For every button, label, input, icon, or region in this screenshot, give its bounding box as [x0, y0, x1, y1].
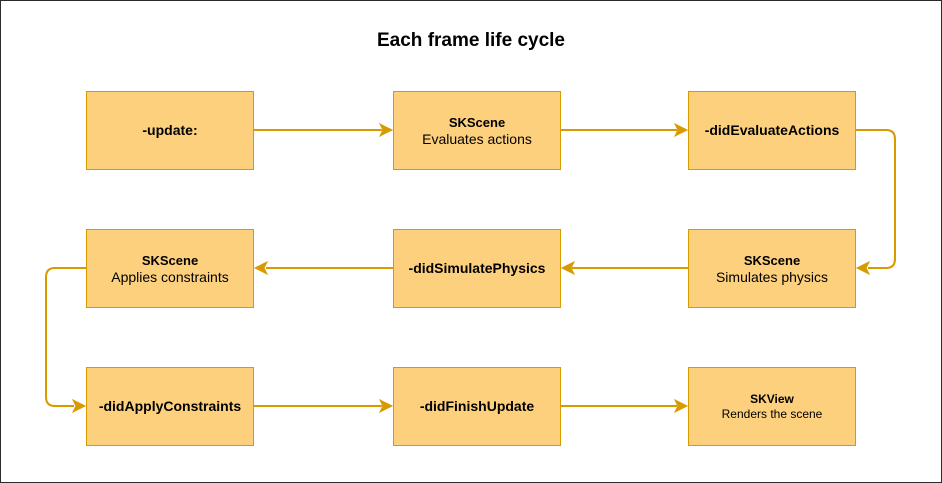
- arrowhead-did-evaluate: [673, 122, 689, 138]
- diagram-title: Each frame life cycle: [377, 30, 565, 51]
- arrowhead-did-simulate: [560, 260, 576, 276]
- arrowhead-did-finish: [378, 398, 394, 414]
- node-simulates-physics-title: SKScene: [743, 252, 801, 268]
- node-did-evaluate-actions: -didEvaluateActions: [688, 91, 856, 170]
- arrow-did-evaluate-to-simulate: [856, 129, 896, 269]
- node-applies-constraints: SKScene Applies constraints: [86, 229, 254, 308]
- node-applies-constraints-title: SKScene: [141, 252, 199, 268]
- node-did-simulate-physics-label: -didSimulatePhysics: [408, 260, 546, 276]
- node-evaluates-actions-title: SKScene: [448, 114, 506, 130]
- node-did-apply-constraints-label: -didApplyConstraints: [98, 398, 242, 414]
- node-update: -update:: [86, 91, 254, 170]
- node-simulates-physics-desc: Simulates physics: [715, 268, 829, 285]
- arrowhead-did-apply: [71, 398, 87, 414]
- node-did-finish-update-label: -didFinishUpdate: [419, 398, 535, 414]
- arrowhead-evaluate: [378, 122, 394, 138]
- node-applies-constraints-desc: Applies constraints: [111, 268, 229, 285]
- node-did-evaluate-actions-label: -didEvaluateActions: [704, 122, 840, 138]
- node-renders-scene: SKView Renders the scene: [688, 367, 856, 446]
- node-renders-scene-desc: Renders the scene: [721, 406, 823, 421]
- node-did-simulate-physics: -didSimulatePhysics: [393, 229, 561, 308]
- node-did-finish-update: -didFinishUpdate: [393, 367, 561, 446]
- node-evaluates-actions-desc: Evaluates actions: [422, 130, 532, 147]
- node-renders-scene-title: SKView: [750, 391, 794, 406]
- node-update-label: -update:: [142, 122, 198, 138]
- arrowhead-apply: [253, 260, 269, 276]
- node-simulates-physics: SKScene Simulates physics: [688, 229, 856, 308]
- node-did-apply-constraints: -didApplyConstraints: [86, 367, 254, 446]
- arrowhead-render: [673, 398, 689, 414]
- node-evaluates-actions: SKScene Evaluates actions: [393, 91, 561, 170]
- arrow-apply-to-did-apply: [45, 267, 86, 407]
- arrowhead-simulate: [855, 260, 871, 276]
